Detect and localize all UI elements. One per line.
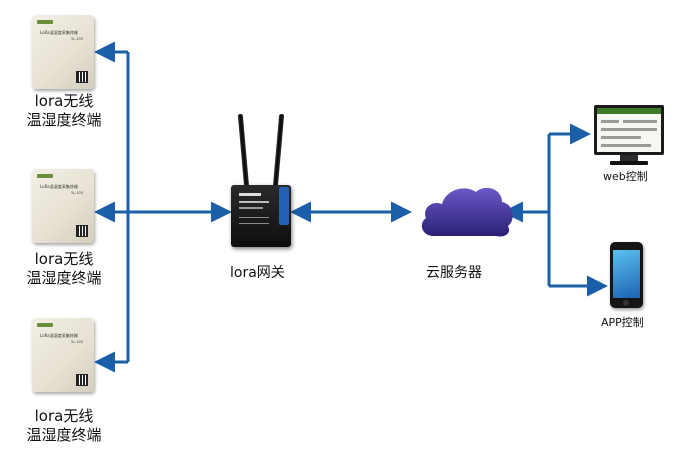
qr-code-icon	[76, 71, 88, 83]
device-name-text: LoRa温湿度采集终端	[40, 333, 78, 338]
temperature-humidity-sensor-1: LoRa温湿度采集终端 YL-103	[32, 15, 94, 89]
sensor-1-label: lora无线 温湿度终端	[26, 92, 102, 129]
lora-gateway-device	[231, 185, 291, 247]
temperature-humidity-sensor-3: LoRa温湿度采集终端 YL-103	[32, 318, 94, 392]
app-control-label: APP控制	[601, 316, 644, 329]
smartphone-icon	[610, 242, 643, 308]
qr-code-icon	[76, 374, 88, 386]
brand-logo	[37, 174, 53, 178]
monitor-stand	[620, 155, 638, 162]
sensor-2-label: lora无线 温湿度终端	[26, 250, 102, 287]
temperature-humidity-sensor-2: LoRa温湿度采集终端 YL-103	[32, 169, 94, 243]
gateway-label: lora网关	[230, 265, 285, 281]
device-model-text: YL-103	[71, 191, 83, 195]
cloud-server-label: 云服务器	[426, 265, 482, 281]
device-model-text: YL-103	[71, 37, 83, 41]
qr-code-icon	[76, 225, 88, 237]
web-control-label: web控制	[603, 170, 648, 183]
device-model-text: YL-103	[71, 340, 83, 344]
brand-logo	[37, 323, 53, 327]
monitor-icon	[594, 105, 664, 155]
device-name-text: LoRa温湿度采集终端	[40, 30, 78, 35]
monitor-base	[610, 161, 648, 165]
cloud-icon	[421, 187, 513, 237]
brand-logo	[37, 20, 53, 24]
device-name-text: LoRa温湿度采集终端	[40, 184, 78, 189]
sensor-3-label: lora无线 温湿度终端	[26, 407, 102, 444]
gateway-accent-strip	[279, 187, 289, 225]
